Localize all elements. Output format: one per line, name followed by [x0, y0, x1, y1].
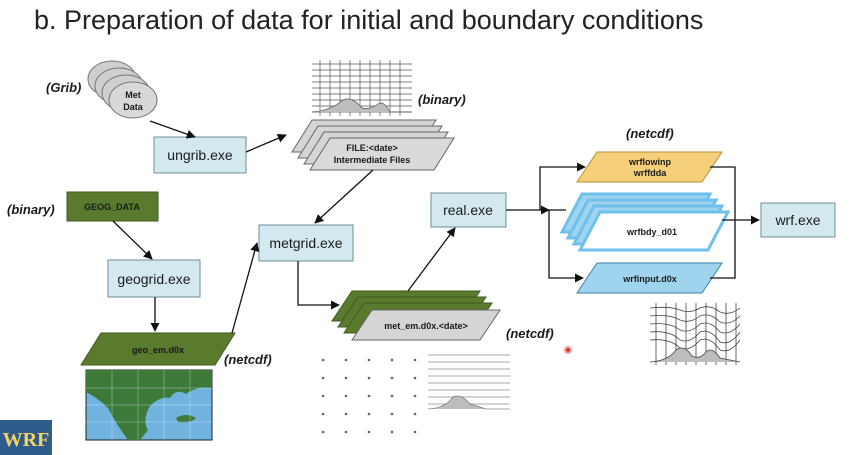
- met-data-stack: Met Data: [87, 60, 158, 119]
- real-label: real.exe: [443, 202, 493, 218]
- grid-points-chart: [321, 358, 417, 434]
- netcdf-label-met: (netcdf): [506, 326, 554, 341]
- wrf-box[interactable]: [760, 202, 836, 238]
- metgrid-box[interactable]: [258, 224, 354, 262]
- met-em-stack: met_em.d0x.<date>: [331, 290, 501, 341]
- file-label-1: FILE:<date>: [346, 143, 398, 153]
- wrflowinp-label: wrflowinp: [628, 157, 671, 167]
- binary-label-left: (binary): [7, 202, 55, 217]
- vertical-profile-chart-top: [311, 60, 412, 116]
- file-label-2: Intermediate Files: [334, 155, 411, 165]
- geog-data-label: GEOG_DATA: [84, 202, 140, 212]
- wrflowinp-file: [576, 151, 723, 183]
- geog-data-box: [66, 191, 159, 222]
- wrfbdy-stack: wrfbdy_d01: [559, 192, 731, 252]
- wrf-label: wrf.exe: [774, 212, 820, 228]
- wrf-logo: WRF: [0, 420, 52, 455]
- met-data-label-2: Data: [123, 102, 144, 112]
- geogrid-label: geogrid.exe: [117, 271, 190, 287]
- binary-label-top: (binary): [418, 92, 466, 107]
- wrf-logo-text: WRF: [3, 429, 50, 451]
- geo-em-label: geo_em.d0x: [132, 345, 184, 355]
- metgrid-label: metgrid.exe: [269, 235, 342, 251]
- wrffdda-label: wrffdda: [633, 168, 667, 178]
- met-data-label-1: Met: [125, 90, 141, 100]
- cursor-dot-center: [566, 348, 570, 352]
- ungrib-box[interactable]: [153, 136, 247, 174]
- geo-em-file: [80, 332, 236, 366]
- real-box[interactable]: [430, 192, 507, 228]
- vertical-profile-chart-bottom: [427, 354, 510, 410]
- wrfinput-file: [576, 262, 723, 294]
- page-title: b. Preparation of data for initial and b…: [34, 5, 704, 35]
- wrfinput-label: wrfinput.d0x: [622, 274, 677, 284]
- vertical-profile-chart-right: [649, 303, 741, 365]
- met-em-label: met_em.d0x.<date>: [384, 321, 468, 331]
- netcdf-label-geo: (netcdf): [224, 352, 272, 367]
- grib-label: (Grib): [46, 80, 81, 95]
- domain-map: [85, 369, 213, 441]
- flow-arrows: [112, 120, 760, 334]
- ungrib-label: ungrib.exe: [167, 147, 233, 163]
- wrfbdy-label: wrfbdy_d01: [626, 227, 677, 237]
- intermediate-files-stack: FILE:<date> Intermediate Files: [291, 119, 455, 171]
- netcdf-label-top: (netcdf): [626, 126, 674, 141]
- geogrid-box[interactable]: [107, 259, 201, 298]
